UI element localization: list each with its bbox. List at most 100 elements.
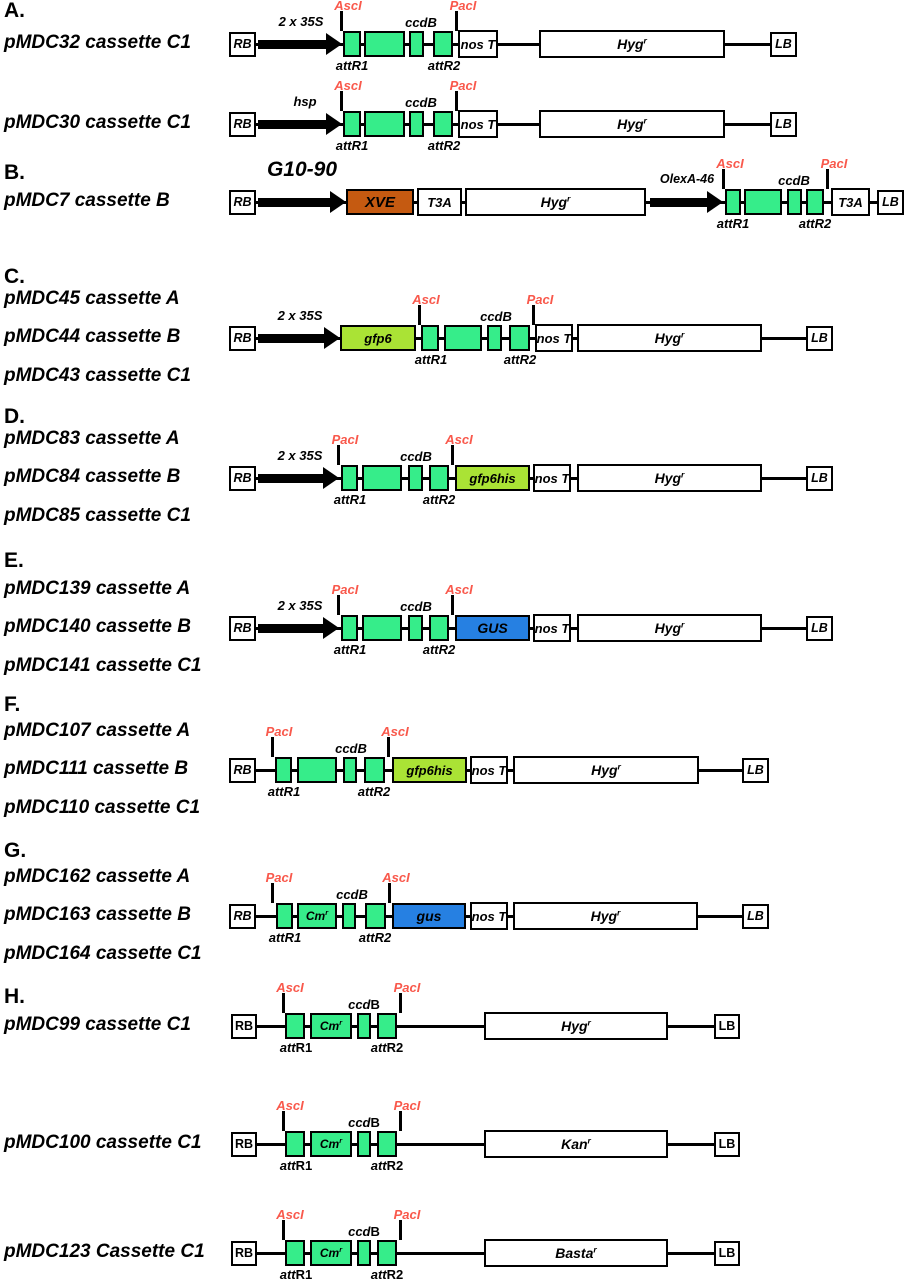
ccdB-label: ccdB — [405, 95, 437, 110]
promoter-arrow — [258, 333, 325, 343]
promoter-arrow-head — [326, 113, 342, 135]
att-site-label: attR1 — [279, 1267, 313, 1280]
restriction-site-label: PacI — [393, 1207, 421, 1222]
nosT-box-label: nos T — [534, 470, 570, 486]
cm-resistance-box: Cmr — [310, 1240, 352, 1266]
restriction-site-label: PacI — [449, 0, 477, 13]
left-border-box: LB — [770, 31, 797, 57]
hyg-resistance-box-label: Hygr — [591, 761, 621, 778]
construct-label: pMDC43 cassette C1 — [4, 365, 191, 386]
construct-label: pMDC141 cassette C1 — [4, 655, 202, 676]
construct-label: pMDC83 cassette A — [4, 428, 180, 449]
ccdB-box — [408, 465, 423, 491]
attR2-box — [433, 111, 453, 137]
restriction-site-label: PacI — [331, 582, 359, 597]
att-site-label: attR2 — [427, 58, 461, 73]
construct-label: pMDC164 cassette C1 — [4, 943, 202, 964]
restriction-site-label: AscI — [276, 1098, 304, 1113]
promoter-arrow — [258, 39, 327, 49]
restriction-site-label: AscI — [412, 292, 440, 307]
restriction-site-label: AscI — [716, 156, 744, 171]
restriction-site-tick — [418, 305, 421, 325]
nosT-box: nos T — [535, 324, 573, 352]
att-site-label: attR2 — [358, 930, 392, 945]
att-site-label: attR2 — [427, 138, 461, 153]
attR1-box — [341, 615, 358, 641]
att-site-label: attR1 — [335, 58, 369, 73]
promoter-label: G10-90 — [266, 158, 338, 181]
attR1-region-box — [297, 757, 337, 783]
nosT-box-label: nos T — [534, 620, 570, 636]
left-border-box-label: LB — [811, 330, 828, 345]
att-site-label: attR2 — [422, 642, 456, 657]
xve-box-label: XVE — [364, 193, 395, 211]
restriction-site-tick — [340, 11, 343, 31]
nosT-box: nos T — [458, 110, 498, 138]
promoter-arrow — [258, 623, 324, 633]
hyg-resistance-box: Hygr — [539, 110, 725, 138]
left-border-box-label: LB — [775, 36, 792, 51]
right-border-box: RB — [229, 325, 256, 351]
cm-resistance-box-label: Cmr — [319, 1018, 343, 1033]
promoter-arrow-head — [323, 467, 339, 489]
restriction-site-label: PacI — [265, 724, 293, 739]
attR1-box — [421, 325, 439, 351]
promoter-arrow — [650, 197, 708, 207]
promoter-label: 2 x 35S — [277, 448, 323, 463]
hyg-resistance-box: Hygr — [577, 464, 762, 492]
restriction-site-tick — [451, 445, 454, 465]
restriction-site-tick — [271, 883, 274, 903]
left-border-box: LB — [742, 903, 769, 929]
right-border-box-label: RB — [233, 908, 252, 923]
att-site-label: attR1 — [335, 138, 369, 153]
restriction-site-tick — [399, 993, 402, 1013]
restriction-site-tick — [387, 737, 390, 757]
right-border-box: RB — [231, 1131, 257, 1157]
restriction-site-tick — [282, 1220, 285, 1240]
gfp6his-box-label: gfp6his — [406, 762, 453, 778]
construct-label: pMDC162 cassette A — [4, 866, 191, 887]
right-border-box-label: RB — [234, 1245, 254, 1260]
construct-label: pMDC7 cassette B — [4, 190, 170, 211]
cm-resistance-box-label: Cmr — [305, 908, 329, 923]
restriction-site-tick — [399, 1111, 402, 1131]
left-border-box-label: LB — [718, 1245, 736, 1260]
left-border-box-label: LB — [718, 1018, 736, 1033]
att-site-label: attR1 — [414, 352, 448, 367]
section-letter-A: A. — [4, 0, 25, 22]
backbone-line — [237, 42, 789, 46]
ccdB-label: ccdB — [348, 1224, 380, 1239]
ccdB-label: ccdB — [400, 599, 432, 614]
ccdB-box — [342, 903, 356, 929]
attR1-region-box — [362, 615, 402, 641]
xve-box: XVE — [346, 189, 414, 215]
ccdB-box — [357, 1013, 371, 1039]
kan-resistance-box: Kanr — [484, 1130, 668, 1158]
attR1-box — [341, 465, 358, 491]
restriction-site-tick — [532, 305, 535, 325]
gus-box: GUS — [455, 615, 530, 641]
restriction-site-label: PacI — [393, 1098, 421, 1113]
restriction-site-label: AscI — [382, 870, 410, 885]
ccdB-label: ccdB — [335, 741, 367, 756]
nosT-box: nos T — [470, 902, 508, 930]
hyg-resistance-box-label: Hygr — [617, 115, 647, 132]
right-border-box-label: RB — [233, 620, 252, 635]
right-border-box: RB — [229, 465, 256, 491]
restriction-site-tick — [399, 1220, 402, 1240]
left-border-box-label: LB — [811, 620, 828, 635]
restriction-site-tick — [451, 595, 454, 615]
right-border-box-label: RB — [233, 116, 252, 131]
attR1-region-box — [362, 465, 402, 491]
left-border-box-label: LB — [718, 1136, 736, 1151]
promoter-arrow — [258, 473, 324, 483]
attR1-box — [343, 111, 361, 137]
attR1-region-box — [444, 325, 482, 351]
ccdB-box — [787, 189, 802, 215]
right-border-box: RB — [231, 1013, 257, 1039]
restriction-site-tick — [455, 91, 458, 111]
construct-label: pMDC85 cassette C1 — [4, 505, 191, 526]
nosT-box-label: nos T — [460, 116, 496, 132]
right-border-box: RB — [229, 189, 256, 215]
left-border-box: LB — [714, 1013, 740, 1039]
